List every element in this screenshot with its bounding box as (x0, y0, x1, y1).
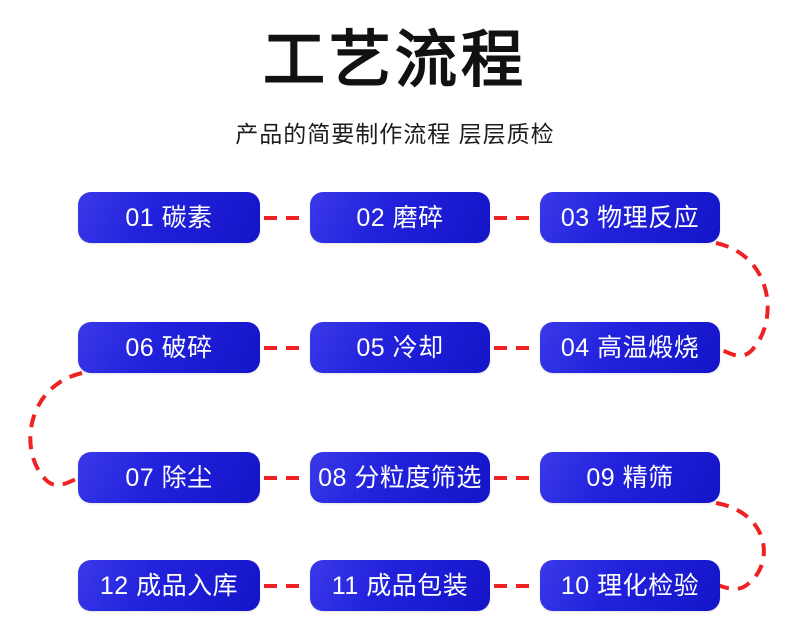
connector-curve-06-to-07 (28, 371, 83, 487)
flow-step-06[interactable]: 06 破碎 (78, 322, 260, 373)
flow-step-02[interactable]: 02 磨碎 (310, 192, 490, 243)
page-title: 工艺流程 (262, 26, 527, 95)
flow-step-05[interactable]: 05 冷却 (310, 322, 490, 373)
flow-step-01[interactable]: 01 碳素 (78, 192, 260, 243)
page-subtitle: 产品的简要制作流程 层层质检 (235, 121, 555, 147)
flow-step-09[interactable]: 09 精筛 (540, 452, 720, 503)
flow-step-12[interactable]: 12 成品入库 (78, 560, 260, 611)
flow-step-label: 05 冷却 (356, 333, 444, 362)
flow-step-label: 03 物理反应 (560, 203, 700, 232)
connector-curve-03-to-04 (715, 241, 770, 358)
flow-step-11[interactable]: 11 成品包装 (310, 560, 490, 611)
flow-step-label: 06 破碎 (125, 333, 213, 362)
flow-step-07[interactable]: 07 除尘 (78, 452, 260, 503)
flow-step-08[interactable]: 08 分粒度筛选 (310, 452, 490, 503)
flow-step-label: 09 精筛 (586, 463, 674, 492)
flow-step-label: 07 除尘 (125, 463, 213, 492)
flow-step-label: 02 磨碎 (356, 203, 444, 232)
connector-curve-09-to-10 (715, 501, 766, 591)
flow-step-label: 08 分粒度筛选 (318, 463, 482, 492)
flow-step-label: 11 成品包装 (331, 571, 469, 600)
flow-step-10[interactable]: 10 理化检验 (540, 560, 720, 611)
flow-step-04[interactable]: 04 高温煅烧 (540, 322, 720, 373)
flow-step-label: 04 高温煅烧 (560, 333, 700, 362)
flow-step-label: 10 理化检验 (560, 571, 700, 600)
flow-step-label: 12 成品入库 (99, 571, 239, 600)
flow-step-03[interactable]: 03 物理反应 (540, 192, 720, 243)
flow-step-label: 01 碳素 (125, 203, 213, 232)
